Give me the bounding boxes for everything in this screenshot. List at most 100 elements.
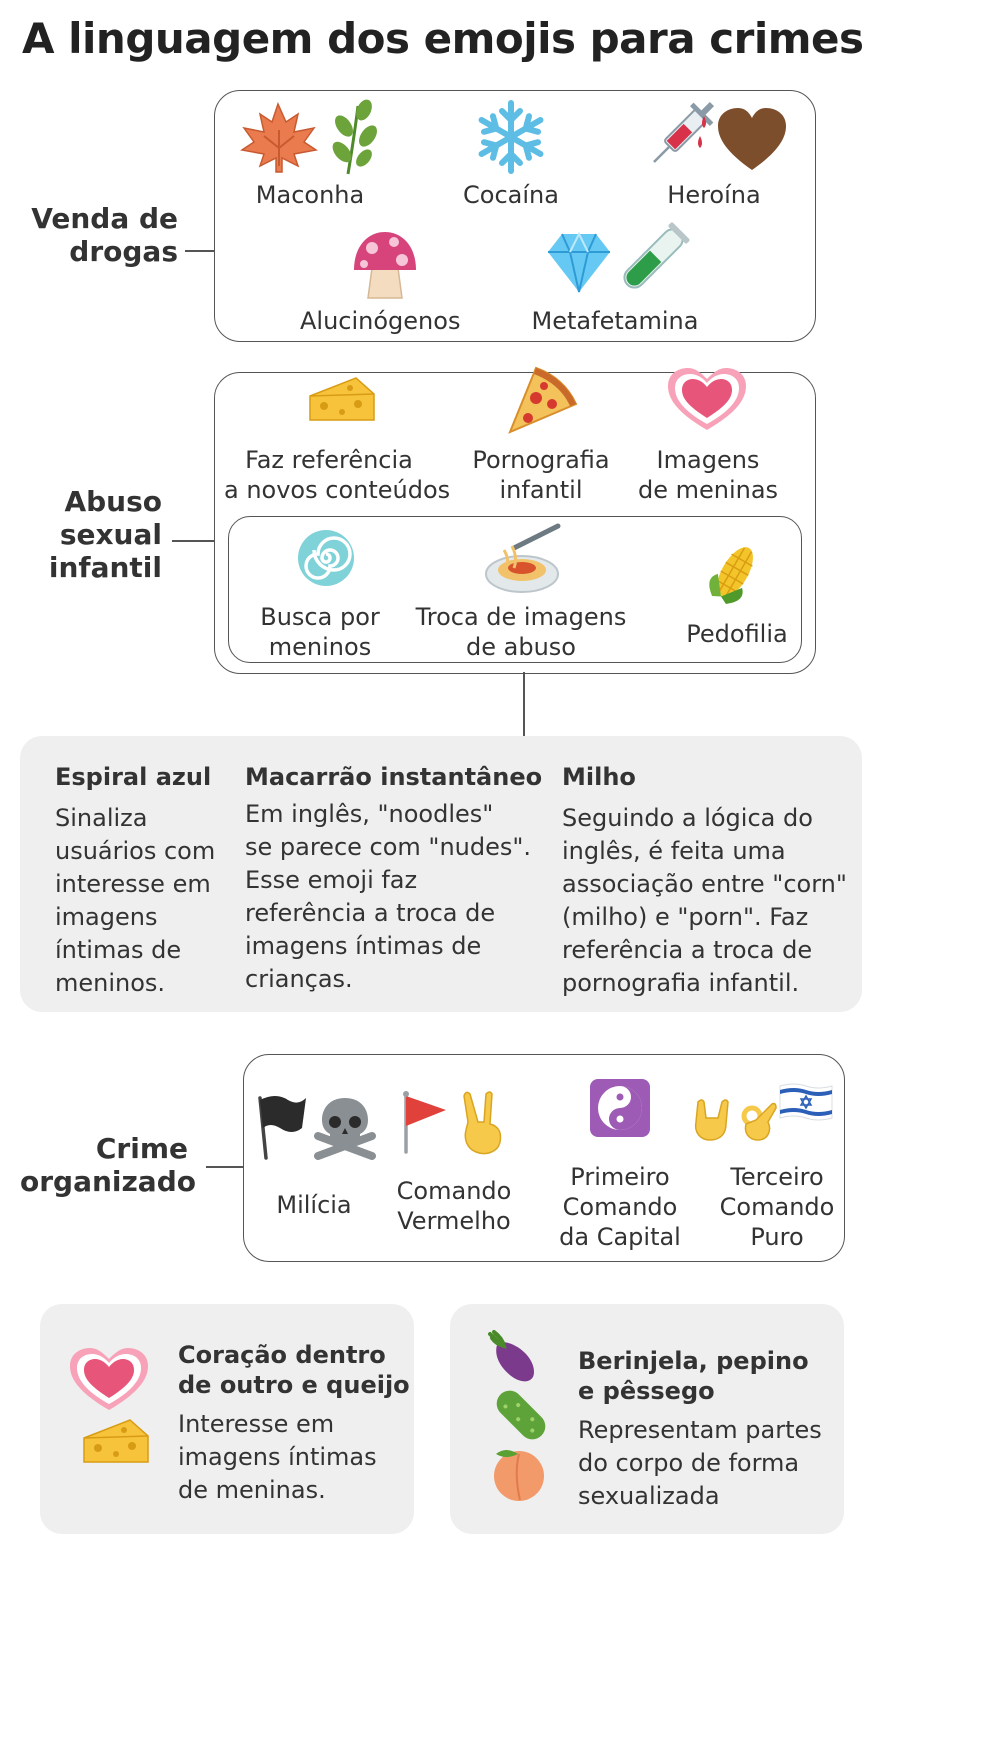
syringe-icon (653, 101, 715, 163)
israel-flag-icon (779, 1083, 833, 1121)
explain-spiral-line: imagens (55, 903, 158, 931)
explain-spiral-line: Sinaliza (55, 804, 148, 832)
abuse-group-label: Abuso sexual infantil (20, 485, 162, 584)
abuse-item-cheese-line2: a novos conteúdos (224, 476, 451, 504)
explain-spiral-line: íntimas de (55, 936, 182, 964)
abuse-label-line1: Abuso (64, 485, 162, 518)
test-tube-icon (623, 222, 690, 289)
abuse-sub-spaghetti-label: Troca de imagens de abuso (410, 602, 632, 662)
explain-spiral-title: Espiral azul (55, 763, 212, 791)
mushroom-icon (354, 232, 416, 299)
abuse-connector (172, 540, 214, 542)
cucumber-icon (496, 1390, 546, 1440)
brown-heart-icon (718, 108, 786, 170)
skull-crossbones-icon (314, 1098, 376, 1160)
cheese-icon (309, 377, 375, 421)
heart-cheese-title-line1: Coração dentro (178, 1341, 386, 1369)
peach-icon (494, 1450, 544, 1501)
crime-connector (206, 1166, 244, 1168)
pizza-icon (508, 366, 578, 434)
explain-corn-line: associação entre "corn" (562, 870, 847, 898)
crime-group-label: Crime organizado (20, 1132, 196, 1198)
explain-corn-line: (milho) e "porn". Faz (562, 903, 809, 931)
abuse-item-heart-line2: de meninas (637, 476, 779, 504)
crime-cv-line2: Vermelho (397, 1207, 511, 1235)
yin-yang-icon (590, 1079, 650, 1137)
explain-noodles-line: imagens íntimas de (245, 932, 482, 960)
abuse-label-line3: infantil (48, 551, 162, 584)
crime-pcc-line2: Comando (562, 1193, 678, 1221)
drug-label-metafetamina: Metafetamina (531, 307, 699, 335)
gem-icon (548, 231, 610, 293)
red-flag-icon (403, 1091, 446, 1154)
abuse-sub-cyclone-line1: Busca por (260, 603, 380, 631)
eggplant-line: Representam partes (578, 1416, 822, 1444)
black-flag-icon (258, 1096, 306, 1160)
drug-label-alucinogenos: Alucinógenos (300, 307, 461, 335)
cyclone-icon (298, 530, 354, 586)
explain-corn-line: Seguindo a lógica do (562, 804, 813, 832)
heart-cheese-line: Interesse em (178, 1410, 335, 1438)
heart-cheese-text: Coração dentro de outro e queijo Interes… (178, 1340, 410, 1507)
explain-noodles-line: se parece com "nudes". (245, 833, 532, 861)
explain-corn-line: inglês, é feita uma (562, 837, 786, 865)
explain-noodles-line: referência a troca de (245, 899, 496, 927)
abuse-item-pizza-line1: Pornografia (472, 446, 610, 474)
crime-tcp-line2: Comando (719, 1193, 835, 1221)
crime-cv-label: Comando Vermelho (384, 1176, 524, 1236)
crime-label-line2: organizado (20, 1165, 196, 1198)
heart-in-heart-icon (668, 368, 746, 430)
explain-noodles-title: Macarrão instantâneo (245, 763, 543, 791)
explain-corn-line: referência a troca de (562, 936, 813, 964)
ok-hand-icon (741, 1102, 777, 1141)
abuse-item-cheese-line1: Faz referência (245, 446, 413, 474)
explain-noodles: Macarrão instantâneo Em inglês, "noodles… (245, 762, 542, 996)
crime-label-line1: Crime (95, 1132, 188, 1165)
drug-label-maconha: Maconha (255, 181, 365, 209)
eggplant-text: Berinjela, pepino e pêssego Representam … (578, 1346, 822, 1513)
explain-spiral-line: usuários com (55, 837, 216, 865)
explain-noodles-line: Em inglês, "noodles" (245, 800, 494, 828)
abuse-item-cheese-label: Faz referência a novos conteúdos (224, 445, 451, 505)
explain-corn: Milho Seguindo a lógica do inglês, é fei… (562, 762, 847, 1000)
herb-icon (332, 99, 377, 175)
crime-pcc-line3: da Capital (559, 1223, 681, 1251)
rock-on-hand-icon (694, 1099, 729, 1141)
crime-tcp-line3: Puro (750, 1223, 804, 1251)
eggplant-title-line2: e pêssego (578, 1377, 715, 1405)
crime-cv-line1: Comando (396, 1177, 512, 1205)
drug-label-heroina: Heroína (667, 181, 761, 209)
abuse-item-pizza-line2: infantil (499, 476, 583, 504)
abuse-explain-connector (523, 672, 525, 736)
drugs-label-line1: Venda de (31, 202, 178, 235)
abuse-sub-spaghetti-line1: Troca de imagens (415, 603, 627, 631)
explain-noodles-line: Esse emoji faz (245, 866, 418, 894)
crime-pcc-label: Primeiro Comando da Capital (548, 1162, 692, 1252)
crime-bracket (243, 1054, 845, 1262)
abuse-bracket (214, 372, 816, 674)
explain-corn-line: pornografia infantil. (562, 969, 800, 997)
drugs-connector (185, 250, 215, 252)
explain-noodles-line: crianças. (245, 965, 353, 993)
corn-icon (709, 547, 753, 604)
abuse-item-heart-label: Imagens de meninas (636, 445, 780, 505)
explain-spiral-line: meninos. (55, 969, 166, 997)
abuse-sub-box (228, 516, 802, 663)
crime-pcc-line1: Primeiro (570, 1163, 670, 1191)
maple-leaf-icon (240, 101, 318, 173)
heart-cheese-title-line2: de outro e queijo (178, 1371, 410, 1399)
explain-spiral: Espiral azul Sinaliza usuários com inter… (55, 762, 215, 1000)
heart-cheese-line: imagens íntimas (178, 1443, 377, 1471)
spaghetti-icon (485, 523, 561, 593)
page-title: A linguagem dos emojis para crimes (22, 14, 864, 63)
abuse-sub-cyclone-line2: meninos (268, 633, 372, 661)
crime-tcp-line1: Terceiro (730, 1163, 824, 1191)
abuse-sub-spaghetti-line2: de abuso (466, 633, 576, 661)
heart-in-heart-icon (70, 1348, 148, 1410)
drugs-group-label: Venda de drogas (20, 202, 178, 268)
victory-hand-icon (463, 1091, 502, 1155)
explain-spiral-line: interesse em (55, 870, 211, 898)
abuse-sub-cyclone-label: Busca por meninos (252, 602, 388, 662)
abuse-label-line2: sexual (59, 518, 162, 551)
eggplant-title-line1: Berinjela, pepino (578, 1347, 809, 1375)
